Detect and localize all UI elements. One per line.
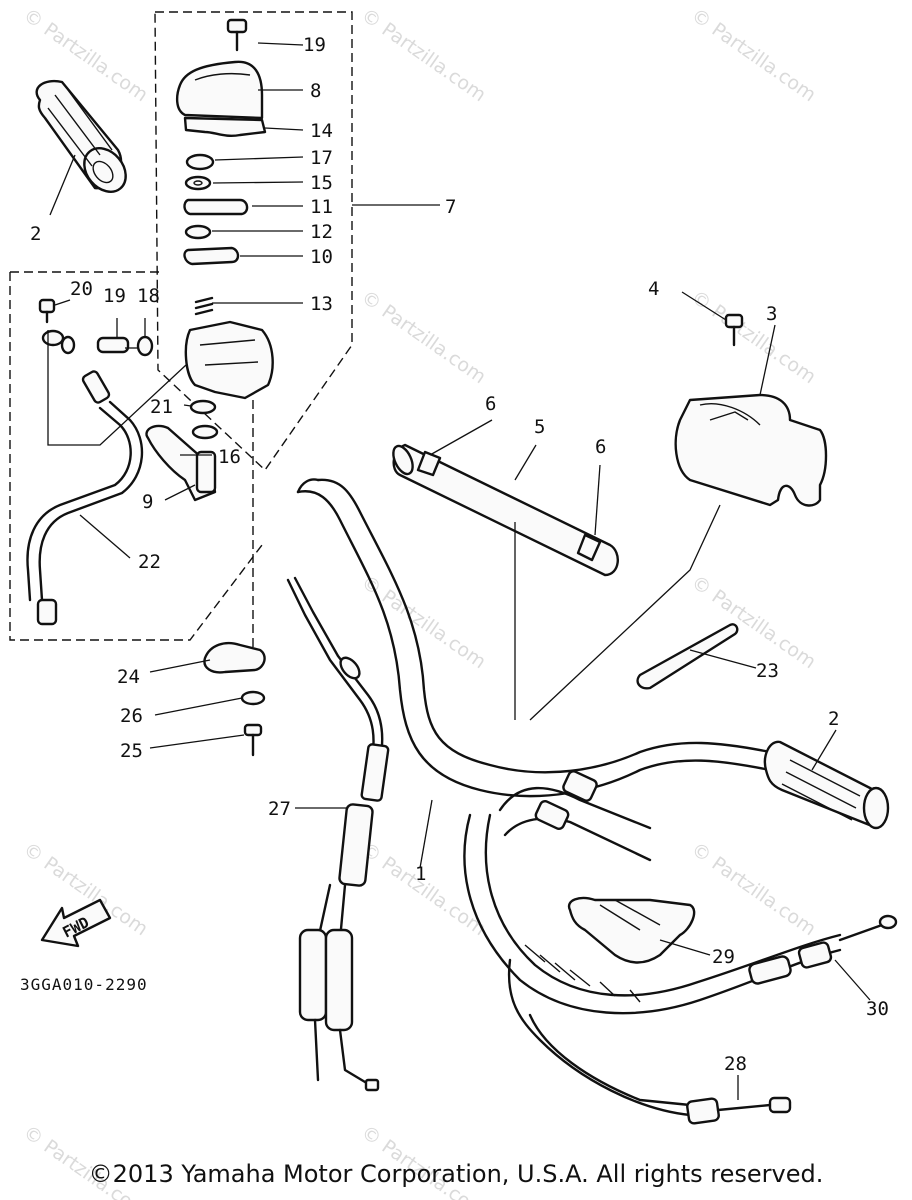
- callout-5: 5: [534, 416, 545, 438]
- throttle-cable: [286, 576, 390, 1092]
- callout-17: 17: [310, 147, 333, 169]
- watermark: © Partzilla.com: [687, 571, 820, 673]
- choke-assembly-box: [9, 271, 263, 641]
- callout-13: 13: [310, 293, 333, 315]
- callout-14: 14: [310, 120, 333, 142]
- callout-12: 12: [310, 221, 333, 243]
- choke-assembly: [26, 298, 187, 626]
- callout-10: 10: [310, 246, 333, 268]
- callout-6: 6: [485, 393, 496, 415]
- callout-21: 21: [150, 396, 173, 418]
- callout-4: 4: [648, 278, 659, 300]
- callout-2: 2: [828, 708, 839, 730]
- watermark: © Partzilla.com: [687, 4, 820, 106]
- handlebar: [296, 478, 772, 798]
- callout-20: 20: [70, 278, 93, 300]
- callout-22: 22: [138, 551, 161, 573]
- callout-24: 24: [117, 666, 140, 688]
- watermark: © Partzilla.com: [687, 838, 820, 940]
- grip-right: [763, 740, 890, 830]
- cable-tie: [636, 623, 739, 690]
- brake-cable: [463, 813, 898, 1015]
- watermark: © Partzilla.com: [357, 571, 490, 673]
- fwd-arrow: FWD: [40, 898, 112, 948]
- switch-29: [567, 896, 696, 964]
- watermark: © Partzilla.com: [357, 4, 490, 106]
- watermarks: © Partzilla.com © Partzilla.com © Partzi…: [19, 4, 820, 1200]
- callout-2: 2: [30, 223, 41, 245]
- callout-16: 16: [218, 446, 241, 468]
- callout-26: 26: [120, 705, 143, 727]
- callout-1: 1: [415, 863, 426, 885]
- cable-28: [507, 958, 792, 1125]
- callout-9: 9: [142, 491, 153, 513]
- callout-3: 3: [766, 303, 777, 325]
- callout-28: 28: [724, 1053, 747, 1075]
- watermark: © Partzilla.com: [357, 838, 490, 940]
- callout-23: 23: [756, 660, 779, 682]
- callout-30: 30: [866, 998, 889, 1020]
- copyright-notice: ©2013 Yamaha Motor Corporation, U.S.A. A…: [88, 1160, 824, 1188]
- callout-6: 6: [595, 436, 606, 458]
- callout-11: 11: [310, 196, 333, 218]
- callout-18: 18: [137, 285, 160, 307]
- callout-27: 27: [268, 798, 291, 820]
- wire-tube: [392, 443, 619, 577]
- leader-lines: [49, 42, 871, 1100]
- callout-8: 8: [310, 80, 321, 102]
- callouts: 1 2 2 3 4 5 6 6 7 8 9 10 11 12 13 14 15 …: [30, 34, 889, 1075]
- watermark: © Partzilla.com: [357, 286, 490, 388]
- lever-cables: [498, 770, 652, 862]
- throttle-assembly-box: [154, 11, 353, 472]
- switch-cover: [674, 393, 828, 507]
- clamp-hardware: [203, 400, 266, 757]
- callout-15: 15: [310, 172, 333, 194]
- callout-19: 19: [103, 285, 126, 307]
- grip-left: [35, 79, 127, 193]
- throttle-assembly: [145, 18, 274, 502]
- callout-25: 25: [120, 740, 143, 762]
- callout-19: 19: [303, 34, 326, 56]
- callout-29: 29: [712, 946, 735, 968]
- callout-7: 7: [445, 196, 456, 218]
- watermark: © Partzilla.com: [687, 286, 820, 388]
- screw-4: [724, 313, 744, 347]
- drawing-code: 3GGA010-2290: [20, 975, 148, 994]
